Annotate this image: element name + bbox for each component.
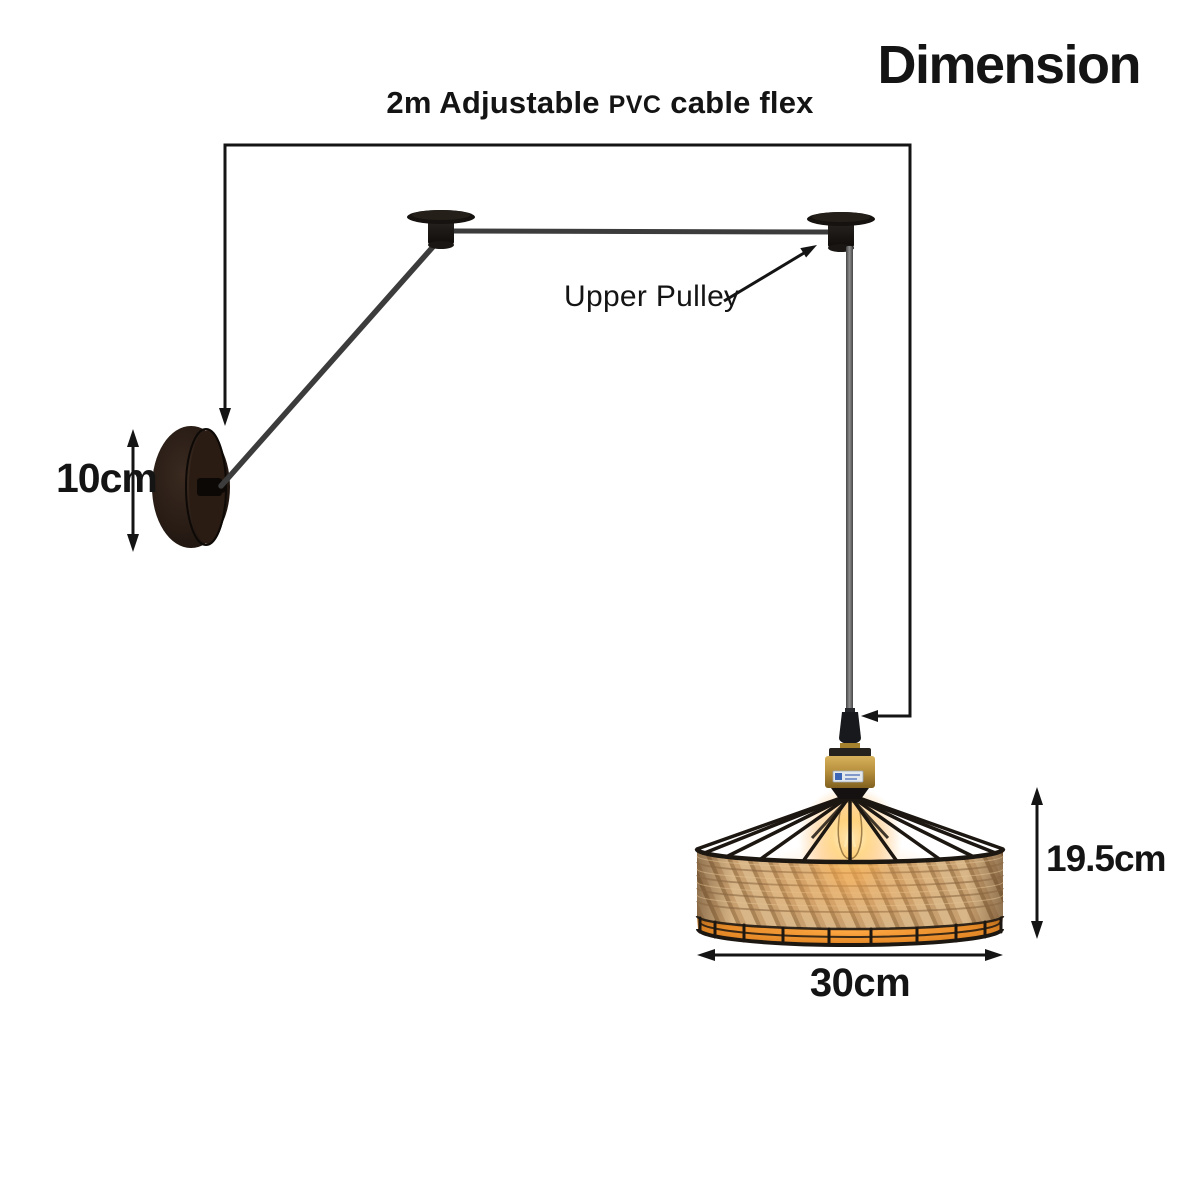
holder-label (832, 770, 864, 783)
cable-flex-prefix: 2m Adjustable (386, 85, 600, 120)
arrow-up-right-icon (800, 245, 817, 258)
dimension-arrow-30cm (697, 949, 1003, 961)
dimension-arrow-19-5cm (1031, 787, 1043, 939)
bottom-glow (697, 916, 1003, 945)
arrow-left-icon (861, 710, 878, 722)
shade-diameter-label: 30cm (809, 961, 911, 1005)
dimension-arrow-10cm (127, 429, 139, 552)
upper-pulley-pointer (723, 245, 817, 303)
socket-cone (831, 788, 869, 799)
upper-pulley-label: Upper Pulley (564, 280, 740, 313)
arrow-down-icon (219, 408, 231, 426)
cable-flex-pvc: PVC (608, 91, 662, 119)
cable-flex-suffix: cable flex (670, 85, 814, 120)
arm-bracket (197, 478, 222, 496)
dimension-line-cable-flex (219, 143, 912, 722)
cord-grip (839, 708, 861, 744)
pendant-cable (846, 246, 853, 714)
lamp-holder (825, 743, 875, 799)
shade-height-label: 19.5cm (1046, 838, 1166, 879)
cage-spokes (695, 797, 1005, 864)
wall-plate (152, 426, 230, 548)
bottom-cage (695, 915, 1005, 947)
page-title: Dimension (877, 35, 1141, 95)
wall-plate-height-label: 10cm (56, 455, 158, 501)
left-pulley (407, 210, 475, 249)
connecting-rod (449, 228, 831, 235)
drum-top-ring (694, 848, 1006, 865)
cable-flex-label: 2m Adjustable PVC cable flex (250, 85, 950, 121)
swing-arm (218, 237, 442, 489)
